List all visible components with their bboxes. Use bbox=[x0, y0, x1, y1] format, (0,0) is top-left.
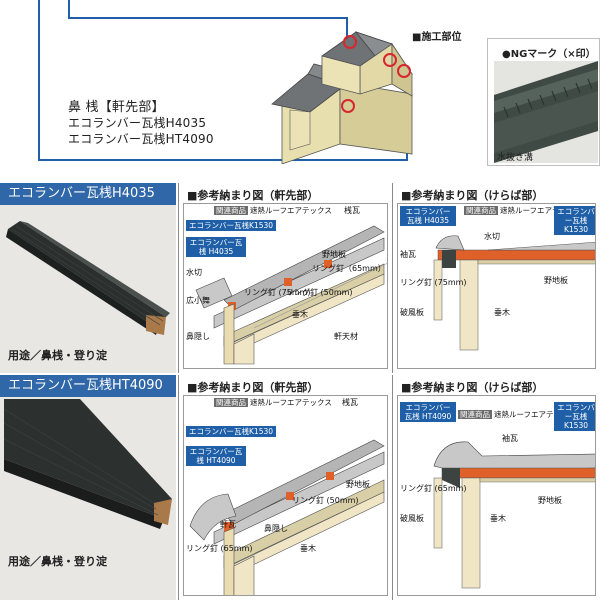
label-ring-50: リング釘 (50mm) bbox=[286, 288, 353, 297]
label-ring-65: リング釘（65mm） bbox=[312, 264, 386, 273]
product-usage: 用途／鼻桟・登り淀 bbox=[8, 555, 107, 568]
label-ring-50: リング釘 (50mm) bbox=[292, 496, 359, 505]
label-nokiten: 軒天材 bbox=[334, 332, 358, 341]
figure-title: ■参考納まり図（軒先部） bbox=[187, 381, 319, 394]
product-panel: エコランバー瓦桟HT4090 用途／鼻桟・登り淀 bbox=[0, 375, 176, 600]
leader-line bbox=[346, 17, 348, 43]
k1530-tag: エコランバー瓦桟K1530 bbox=[186, 426, 277, 437]
label-hirokomai: 広小舞 bbox=[186, 296, 210, 305]
product-section-h4035: エコランバー瓦桟H4035 用途／鼻桟・登り淀 ■参考納まり図（軒先部） bbox=[0, 183, 600, 373]
k1530-tag: エコランバー瓦桟 K1530 bbox=[554, 206, 595, 235]
product-tag: エコランバー瓦桟 H4035 bbox=[400, 206, 456, 226]
location-legend: ■施工部位 bbox=[412, 32, 462, 43]
eaves-figure: ■参考納まり図（軒先部） 関連商品遮熱ルーフエアテックス 桟瓦 エコランバー瓦桟… bbox=[178, 375, 392, 600]
label-ring: リング釘 (65mm) bbox=[400, 484, 467, 493]
verge-figure: ■参考納まり図（けらば部） 関連商品遮熱ルーフエアテックス エコランバー瓦桟 H… bbox=[392, 375, 600, 600]
label-nokigawara: 軒瓦 bbox=[220, 520, 236, 529]
related-prefix: 関連商品 bbox=[464, 206, 498, 215]
ng-mark-box: ●NGマーク（×印） bbox=[487, 38, 600, 166]
label-nojiita: 野地板 bbox=[322, 250, 346, 259]
figure-title: ■参考納まり図（けらば部） bbox=[401, 381, 544, 394]
label-taruki: 垂木 bbox=[490, 514, 506, 523]
verge-figure: ■参考納まり図（けらば部） 関連商品遮熱ルーフエアテックス エコランバー瓦桟 H… bbox=[392, 183, 600, 373]
eaves-figure: ■参考納まり図（軒先部） 関連商品遮熱ルーフエアテックス 桟瓦 エコランバー瓦桟… bbox=[178, 183, 392, 373]
k1530-tag: エコランバー瓦桟 K1530 bbox=[554, 402, 595, 431]
roof-tag-text: 遮熱ルーフエアテックス bbox=[494, 410, 576, 419]
label-nojiita: 野地板 bbox=[544, 276, 568, 285]
label-taruki: 垂木 bbox=[494, 308, 510, 317]
leader-line bbox=[38, 0, 40, 160]
related-product-tag: 関連商品遮熱ルーフエアテックス bbox=[458, 410, 576, 419]
label-sodegawara: 袖瓦 bbox=[502, 434, 518, 443]
location-title: 鼻 桟【軒先部】 bbox=[68, 100, 165, 115]
product-tag: エコランバー瓦桟 H4035 bbox=[186, 237, 246, 257]
leader-line bbox=[68, 17, 348, 19]
label-taruki: 垂木 bbox=[300, 544, 316, 553]
label-nojiita: 野地板 bbox=[538, 496, 562, 505]
location-line-1: エコランバー瓦桟H4035 bbox=[68, 116, 207, 130]
label-sangawara: 桟瓦 bbox=[344, 206, 360, 215]
product-usage: 用途／鼻桟・登り淀 bbox=[8, 349, 107, 362]
leader-line bbox=[38, 159, 408, 161]
label-sodegawara: 袖瓦 bbox=[400, 250, 416, 259]
product-tag: エコランバー瓦桟 HT4090 bbox=[186, 446, 246, 466]
house-illustration bbox=[262, 14, 442, 164]
roof-tag-text: 遮熱ルーフエアテックス bbox=[500, 206, 582, 215]
product-photo bbox=[4, 399, 172, 549]
product-panel: エコランバー瓦桟H4035 用途／鼻桟・登り淀 bbox=[0, 183, 176, 373]
figure-drawing-area: 関連商品遮熱ルーフエアテックス 桟瓦 エコランバー瓦桟K1530 エコランバー瓦… bbox=[183, 203, 388, 369]
label-ring-65: リング釘 (65mm) bbox=[186, 544, 253, 553]
label-mizukiri: 水切 bbox=[186, 268, 202, 277]
product-tag: エコランバー瓦桟 HT4090 bbox=[400, 402, 456, 422]
related-prefix: 関連商品 bbox=[214, 206, 248, 215]
label-hanakakushi: 鼻隠し bbox=[186, 332, 210, 341]
related-prefix: 関連商品 bbox=[458, 410, 492, 419]
roof-tag-text: 遮熱ルーフエアテックス bbox=[250, 206, 332, 215]
leader-line bbox=[68, 0, 70, 18]
label-hafuita: 破風板 bbox=[400, 514, 424, 523]
k1530-tag: エコランバー瓦桟K1530 bbox=[186, 220, 277, 231]
label-ring-75: リング釘 (75mm) bbox=[244, 288, 311, 297]
product-section-ht4090: エコランバー瓦桟HT4090 用途／鼻桟・登り淀 ■参考納まり図（軒先部） bbox=[0, 375, 600, 600]
figure-drawing-area: 関連商品遮熱ルーフエアテックス エコランバー瓦桟 H4035 エコランバー瓦桟 … bbox=[397, 203, 596, 369]
label-hafuita: 破風板 bbox=[400, 308, 424, 317]
ng-mark-caption: 水抜き溝 bbox=[497, 153, 534, 163]
product-name: エコランバー瓦桟H4035 bbox=[0, 183, 176, 205]
roof-tag-text: 遮熱ルーフエアテックス bbox=[250, 398, 332, 407]
label-ring: リング釘 (75mm) bbox=[400, 278, 467, 287]
top-illustration-area: ■施工部位 鼻 桟【軒先部】 エコランバー瓦桟H4035 エコランバー瓦桟HT4… bbox=[0, 0, 600, 183]
figure-drawing-area: 関連商品遮熱ルーフエアテックス エコランバー瓦桟 HT4090 エコランバー瓦桟… bbox=[397, 395, 596, 596]
label-hanakakushi: 鼻隠し bbox=[264, 524, 288, 533]
label-taruki: 垂木 bbox=[292, 310, 308, 319]
figure-drawing-area: 関連商品遮熱ルーフエアテックス 桟瓦 エコランバー瓦桟K1530 エコランバー瓦… bbox=[183, 395, 388, 596]
figure-title: ■参考納まり図（けらば部） bbox=[401, 189, 544, 202]
related-prefix: 関連商品 bbox=[214, 398, 248, 407]
related-product-tag: 関連商品遮熱ルーフエアテックス bbox=[214, 206, 332, 215]
label-mizukiri: 水切 bbox=[484, 232, 500, 241]
related-product-tag: 関連商品遮熱ルーフエアテックス bbox=[214, 398, 332, 407]
ng-mark-title: ●NGマーク（×印） bbox=[502, 49, 596, 60]
figure-title: ■参考納まり図（軒先部） bbox=[187, 189, 319, 202]
label-nojiita: 野地板 bbox=[346, 480, 370, 489]
related-product-tag: 関連商品遮熱ルーフエアテックス bbox=[464, 206, 582, 215]
product-photo bbox=[6, 217, 170, 337]
product-name: エコランバー瓦桟HT4090 bbox=[0, 375, 176, 397]
ng-mark-photo bbox=[494, 61, 598, 163]
location-line-2: エコランバー瓦桟HT4090 bbox=[68, 132, 214, 146]
label-sangawara: 桟瓦 bbox=[342, 398, 358, 407]
